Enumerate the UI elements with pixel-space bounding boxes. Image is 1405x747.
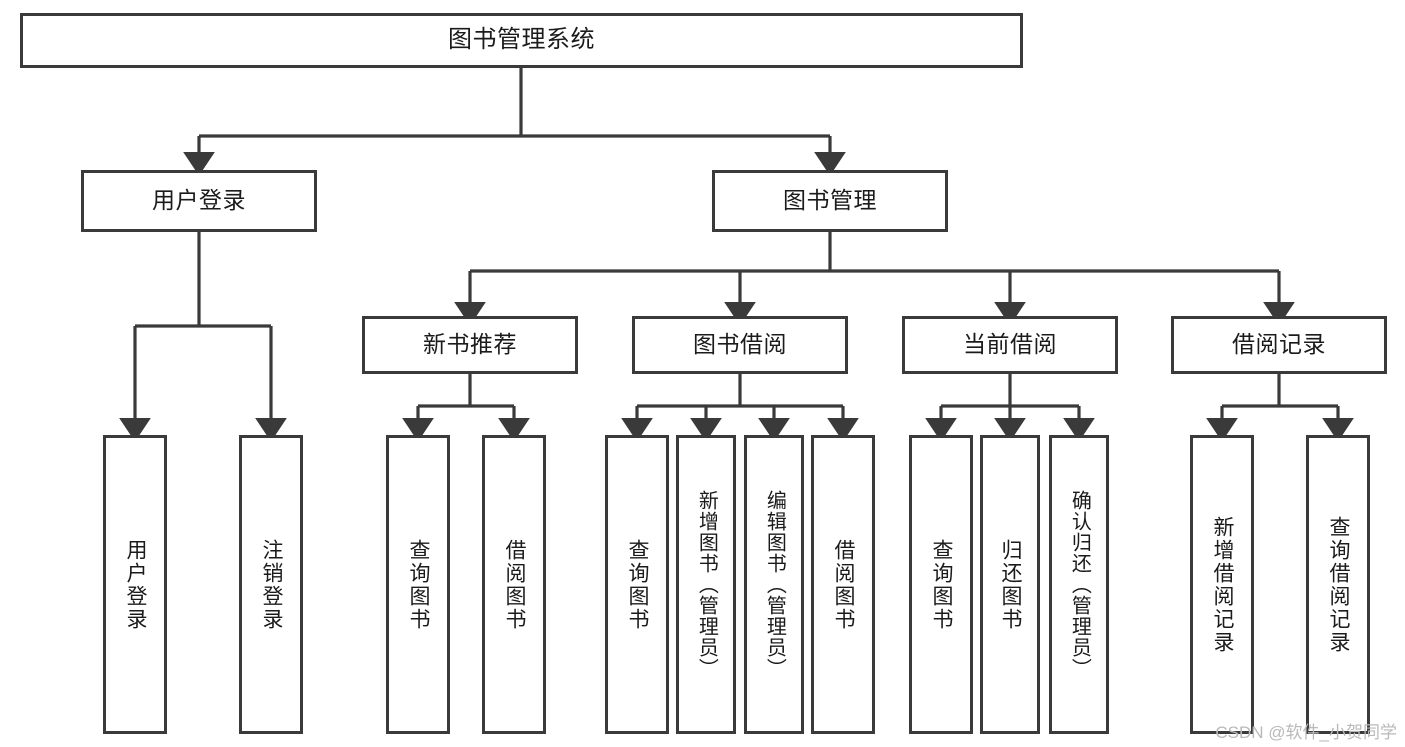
leaf-record-query-record[interactable]: 查询借阅记录 [1306, 435, 1370, 734]
node-label: 图书管理系统 [448, 26, 595, 54]
node-label: 图书管理 [783, 187, 877, 214]
leaf-user-login-logout[interactable]: 注销登录 [239, 435, 303, 734]
node-label: 查询图书 [625, 538, 649, 631]
leaf-current-query-book[interactable]: 查询图书 [909, 435, 973, 734]
node-label: 确认归还（管理员） [1068, 490, 1091, 679]
node-label: 查询图书 [929, 538, 953, 631]
leaf-record-add-record[interactable]: 新增借阅记录 [1190, 435, 1254, 734]
node-current-borrow[interactable]: 当前借阅 [902, 316, 1118, 374]
node-borrow-record[interactable]: 借阅记录 [1171, 316, 1387, 374]
leaf-current-confirm-return-admin[interactable]: 确认归还（管理员） [1049, 435, 1109, 734]
leaf-recommend-query-book[interactable]: 查询图书 [386, 435, 450, 734]
node-book-borrow[interactable]: 图书借阅 [632, 316, 848, 374]
node-new-book-recommend[interactable]: 新书推荐 [362, 316, 578, 374]
leaf-borrow-borrow-book[interactable]: 借阅图书 [811, 435, 875, 734]
leaf-recommend-borrow-book[interactable]: 借阅图书 [482, 435, 546, 734]
node-label: 借阅记录 [1232, 331, 1326, 358]
node-label: 新增借阅记录 [1210, 515, 1234, 654]
node-label: 编辑图书（管理员） [763, 490, 786, 679]
node-label: 注销登录 [259, 538, 283, 631]
node-label: 用户登录 [152, 187, 246, 214]
node-label: 归还图书 [998, 538, 1022, 631]
node-user-login[interactable]: 用户登录 [81, 170, 317, 232]
node-label: 新书推荐 [423, 331, 517, 358]
leaf-borrow-add-book-admin[interactable]: 新增图书（管理员） [676, 435, 736, 734]
leaf-borrow-query-book[interactable]: 查询图书 [605, 435, 669, 734]
node-label: 借阅图书 [831, 538, 855, 631]
node-label: 借阅图书 [502, 538, 526, 631]
node-label: 查询借阅记录 [1326, 515, 1350, 654]
node-label: 用户登录 [123, 538, 147, 631]
leaf-user-login-login[interactable]: 用户登录 [103, 435, 167, 734]
node-label: 新增图书（管理员） [695, 490, 718, 679]
node-book-management[interactable]: 图书管理 [712, 170, 948, 232]
node-label: 查询图书 [406, 538, 430, 631]
leaf-borrow-edit-book-admin[interactable]: 编辑图书（管理员） [744, 435, 804, 734]
node-root-system[interactable]: 图书管理系统 [20, 13, 1023, 68]
node-label: 当前借阅 [963, 331, 1057, 358]
node-label: 图书借阅 [693, 331, 787, 358]
leaf-current-return-book[interactable]: 归还图书 [980, 435, 1040, 734]
